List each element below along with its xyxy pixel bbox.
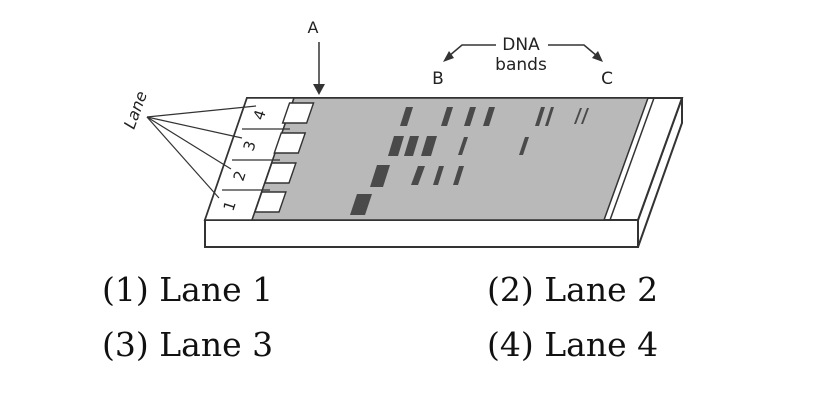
dna-band bbox=[545, 107, 554, 126]
arrow-a-head bbox=[313, 84, 325, 95]
choice-3[interactable]: (3) Lane 3 bbox=[102, 325, 274, 364]
dna-band bbox=[370, 165, 390, 187]
dna-band bbox=[519, 137, 529, 155]
dna-band bbox=[421, 136, 437, 156]
dna-band bbox=[453, 166, 464, 185]
arrow-to-c-head bbox=[592, 51, 603, 62]
arrow-to-b-head bbox=[443, 51, 454, 62]
dna-band bbox=[433, 166, 444, 185]
dna-label-line2: bands bbox=[495, 55, 547, 75]
dna-band bbox=[404, 136, 419, 156]
choice-2[interactable]: (2) Lane 2 bbox=[487, 270, 659, 309]
dna-band bbox=[458, 137, 468, 155]
lane-label: Lane bbox=[120, 88, 151, 131]
arrow-to-b bbox=[448, 44, 496, 57]
well-lane-3 bbox=[273, 132, 307, 154]
dna-band bbox=[411, 166, 425, 185]
label-b: B bbox=[432, 69, 444, 89]
gel-end-line bbox=[609, 97, 655, 221]
gel-tray-front bbox=[204, 219, 639, 248]
dna-band bbox=[581, 108, 589, 124]
well-lane-1 bbox=[253, 191, 287, 213]
label-a: A bbox=[308, 18, 319, 37]
choice-4[interactable]: (4) Lane 4 bbox=[487, 325, 659, 364]
dna-bands bbox=[350, 107, 589, 215]
dna-band bbox=[483, 107, 495, 126]
dna-band bbox=[574, 108, 582, 124]
dna-band bbox=[400, 107, 413, 126]
dna-band bbox=[535, 107, 545, 126]
dna-band bbox=[388, 136, 404, 156]
label-c: C bbox=[601, 69, 613, 89]
well-lane-2 bbox=[263, 162, 297, 184]
dna-band bbox=[441, 107, 453, 126]
dna-label-line1: DNA bbox=[502, 35, 540, 55]
dna-band bbox=[464, 107, 476, 126]
choice-1[interactable]: (1) Lane 1 bbox=[102, 270, 274, 309]
well-lane-4 bbox=[281, 102, 315, 124]
lane-pointer-lines bbox=[146, 105, 257, 199]
dna-band bbox=[350, 194, 372, 215]
arrow-to-c bbox=[548, 44, 598, 57]
